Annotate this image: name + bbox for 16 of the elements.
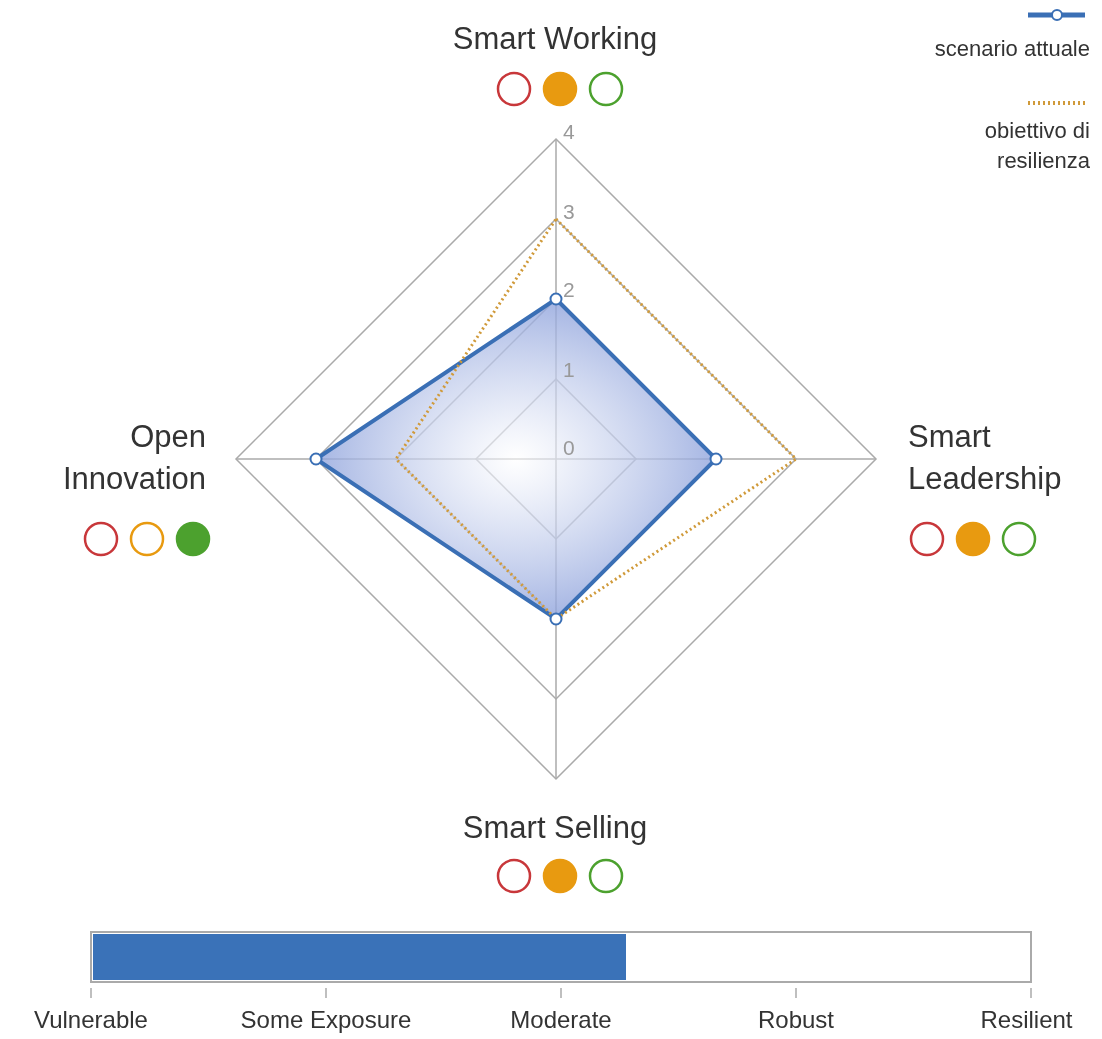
legend-label: obiettivo di resilienza xyxy=(983,117,1090,175)
tick-label: 3 xyxy=(563,199,576,225)
tick-label: 1 xyxy=(563,357,576,383)
axis-label: Open Innovation xyxy=(61,418,206,498)
scale-label: Some Exposure xyxy=(239,1005,413,1035)
scale-label: Moderate xyxy=(509,1005,613,1035)
scale-label: Vulnerable xyxy=(33,1005,149,1035)
scale-label: Robust xyxy=(756,1005,835,1035)
tick-label: 4 xyxy=(563,119,576,145)
axis-label: Smart Selling xyxy=(461,809,649,847)
tick-label: 2 xyxy=(563,277,576,303)
axis-label: Smart Working xyxy=(451,20,659,58)
scale-label: Resilient xyxy=(979,1005,1074,1035)
tick-label: 0 xyxy=(563,435,576,461)
legend-label: scenario attuale xyxy=(933,35,1090,63)
axis-label: Smart Leadership xyxy=(908,418,1063,498)
